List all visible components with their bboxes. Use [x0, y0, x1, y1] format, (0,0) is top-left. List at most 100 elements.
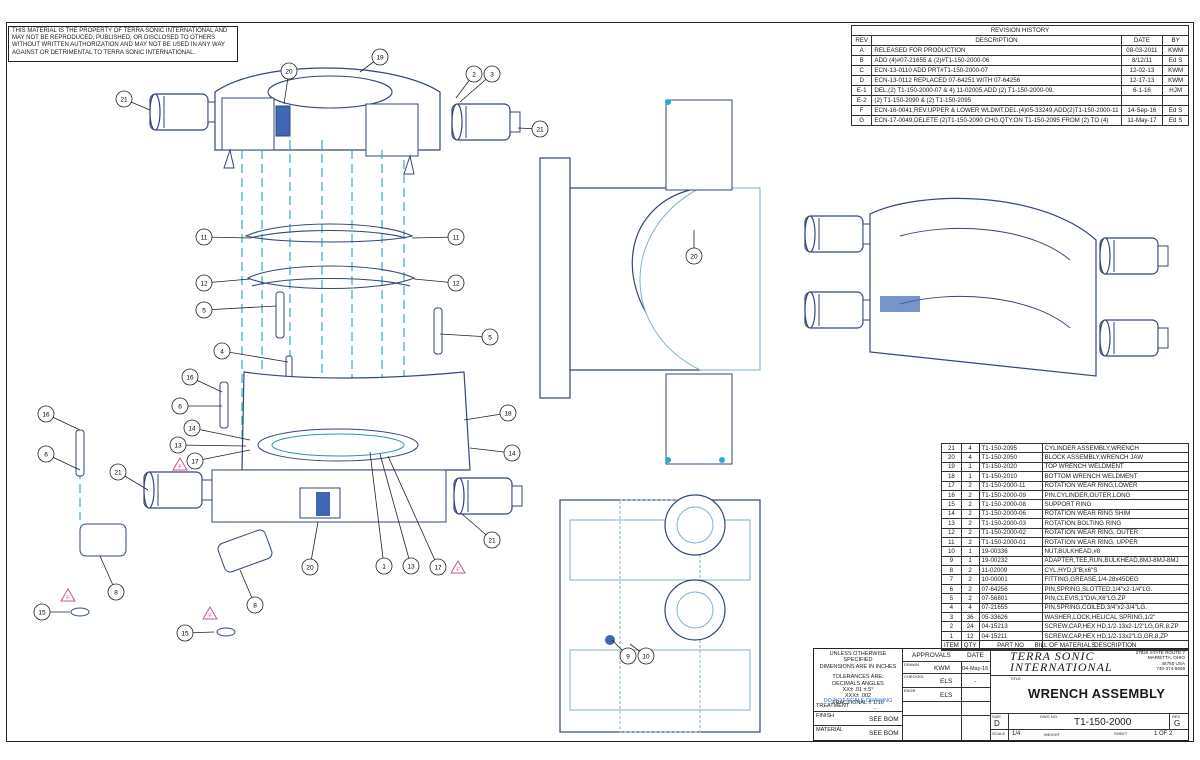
balloon-item-3: 3: [459, 65, 501, 103]
balloon-item-14: 14: [183, 419, 251, 441]
revision-flag-icon: F: [60, 588, 76, 602]
balloon-label: 6: [44, 451, 48, 458]
balloon-label: 19: [376, 54, 384, 61]
engr-by: ELS: [940, 692, 953, 699]
lower-wrench-exploded: [70, 371, 523, 637]
balloon-item-21: 21: [115, 90, 151, 111]
revision-flag-label: F: [178, 465, 182, 471]
finish-label: FINISH: [816, 713, 835, 719]
cylinder-upper-right: [451, 103, 521, 141]
balloon-label: 21: [114, 469, 122, 476]
balloon-label: 21: [488, 537, 496, 544]
balloon-item-2: 2: [455, 65, 483, 99]
revision-flag-icon: F: [450, 560, 466, 574]
top-view: [539, 99, 761, 465]
balloon-item-19: 19: [359, 48, 389, 73]
balloon-item-13: 13: [379, 453, 420, 575]
balloon-label: 18: [504, 410, 512, 417]
tolerance-notes: UNLESS OTHERWISE SPECIFIED DIMENSIONS AR…: [819, 651, 897, 706]
balloon-label: 2: [472, 71, 476, 78]
balloon-item-9: 9: [611, 639, 637, 665]
checked-by: ELS: [940, 678, 953, 685]
balloon-item-17: 17: [387, 455, 447, 576]
balloon-label: 8: [114, 589, 118, 596]
balloon-label: 5: [202, 307, 206, 314]
material-label: MATERIAL: [816, 727, 844, 733]
balloon-label: 5: [488, 334, 492, 341]
sheet-value: 1 OF 2: [1154, 731, 1173, 737]
balloon-label: 21: [120, 96, 128, 103]
do-not-scale-note: DO NOT SCALE DRAWING: [823, 698, 893, 704]
sheet-label: SHEET: [1114, 731, 1128, 736]
balloon-label: 20: [306, 564, 314, 571]
revision-flag-icon: F: [202, 606, 218, 620]
balloon-item-14: 14: [469, 444, 521, 462]
scale-value: 1/4: [1012, 731, 1021, 737]
balloon-item-11: 11: [411, 228, 465, 246]
drawn-date: 04-May-16: [962, 666, 989, 672]
material-value: SEE BOM: [869, 730, 899, 737]
balloon-label: 13: [174, 442, 182, 449]
balloon-label: 1: [382, 563, 386, 570]
cylinder-upper-left: [149, 93, 219, 131]
treatment-label: TREATMENT: [816, 703, 850, 709]
engr-label: ENGR: [904, 688, 916, 693]
balloon-item-15: 15: [176, 624, 215, 642]
balloon-label: 16: [42, 411, 50, 418]
balloon-label: 20: [690, 253, 698, 260]
balloon-label: 3: [490, 71, 494, 78]
balloon-item-8: 8: [99, 555, 125, 601]
balloon-label: 17: [434, 564, 442, 571]
balloon-item-8: 8: [239, 569, 264, 614]
balloon-item-20: 20: [280, 62, 298, 105]
size-value: D: [994, 719, 1000, 728]
drawn-label: DRAWN: [904, 662, 919, 667]
balloon-label: 11: [453, 234, 460, 241]
drawn-by: KWM: [934, 665, 950, 672]
balloon-item-20: 20: [301, 521, 319, 576]
title-block: UNLESS OTHERWISE SPECIFIED DIMENSIONS AR…: [813, 648, 1189, 741]
checked-date: -: [974, 678, 977, 685]
balloon-label: 15: [38, 609, 46, 616]
rev-value: G: [1174, 719, 1181, 728]
balloon-label: 13: [407, 563, 415, 570]
dwg-no: T1-150-2000: [1074, 717, 1132, 728]
balloon-label: 14: [188, 425, 196, 432]
balloon-item-13: 13: [169, 436, 247, 454]
balloon-item-10: 10: [629, 643, 655, 665]
revision-flag-label: F: [208, 614, 212, 620]
balloon-item-11: 11: [195, 228, 251, 246]
revision-flag-label: F: [66, 596, 70, 602]
title-label: TITLE: [1010, 676, 1021, 681]
drawing-sheet-border: [6, 22, 1194, 742]
company-name: TERRA SONIC INTERNATIONAL: [1010, 649, 1113, 674]
balloon-item-12: 12: [195, 274, 251, 292]
weight-label: WEIGHT: [1044, 732, 1060, 737]
balloon-item-17: 17: [186, 449, 251, 470]
balloon-label: 12: [200, 280, 208, 287]
balloon-label: 16: [186, 374, 194, 381]
proprietary-notice: THIS MATERIAL IS THE PROPERTY OF TERRA S…: [8, 26, 238, 62]
treatment-value: -: [874, 706, 876, 712]
balloon-item-20: 20: [685, 230, 703, 265]
clevis-pins: [75, 291, 443, 477]
scale-label: SCALE: [992, 731, 1006, 736]
balloon-item-5: 5: [439, 328, 499, 346]
rev-cell-rev: G: [850, 115, 873, 126]
balloon-label: 14: [508, 450, 516, 457]
revision-history-table: REVISION HISTORY REV DESCRIPTION DATE BY…: [850, 25, 1189, 126]
balloon-label: 10: [642, 653, 650, 660]
company-address: 27825 STATE ROUTE 7 MARIETTA, OHIO 45750…: [1135, 650, 1185, 672]
balloon-item-15: 15: [33, 603, 70, 621]
revision-flag-label: F: [456, 568, 460, 574]
balloon-item-6: 6: [37, 445, 81, 471]
balloon-label: 17: [191, 458, 199, 465]
balloon-label: 11: [201, 234, 208, 241]
balloon-item-6: 6: [171, 397, 222, 415]
balloon-item-4: 4: [213, 342, 289, 363]
balloon-label: 6: [178, 403, 182, 410]
balloon-item-21: 21: [461, 513, 501, 549]
drawing-title: WRENCH ASSEMBLY: [1028, 686, 1166, 701]
date-label: DATE: [967, 652, 984, 659]
